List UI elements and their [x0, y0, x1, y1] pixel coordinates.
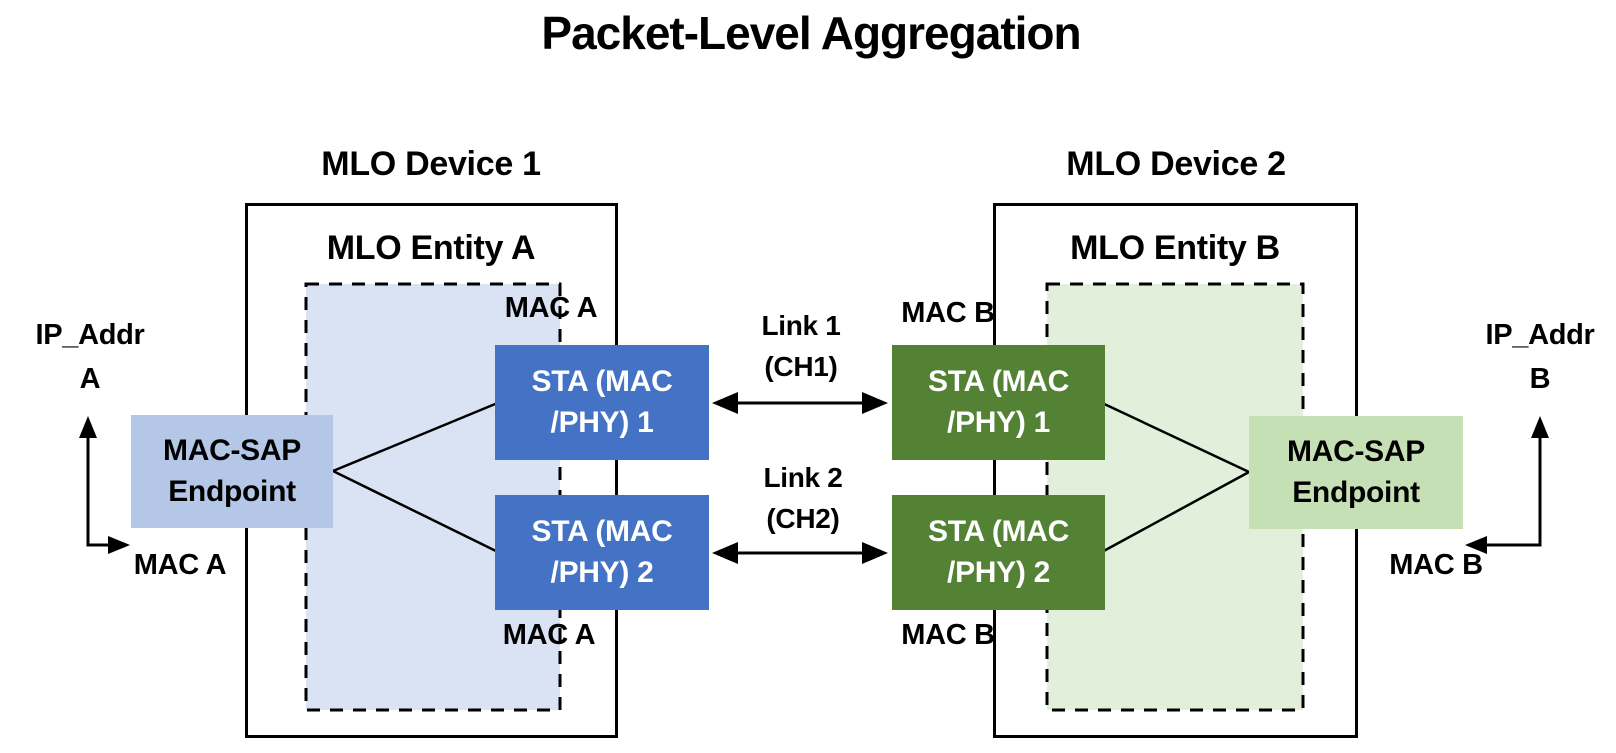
link1-channel: (CH1)	[764, 350, 838, 382]
sta-mac-phy-1-a-line1: STA (MAC	[531, 365, 673, 398]
mac-sap-endpoint-b-box: MAC-SAP Endpoint	[1249, 416, 1463, 529]
macsap-b-to-sta1-line	[1099, 400, 1250, 474]
link2-double-arrow	[712, 542, 888, 564]
ip-addr-a-line2: A	[79, 362, 101, 395]
macsap-a-to-sta2-line	[332, 469, 501, 555]
mlo-device-2-label: MLO Device 2	[1066, 145, 1286, 183]
macsap-b-to-sta2-line	[1099, 470, 1250, 555]
mac-sap-endpoint-a-line2: Endpoint	[168, 474, 296, 508]
mac-sap-endpoint-a-box: MAC-SAP Endpoint	[131, 415, 333, 528]
mac-sap-endpoint-b-line1: MAC-SAP	[1287, 435, 1425, 468]
ip-addr-b-label: IP_Addr B	[1485, 314, 1594, 401]
page-title: Packet-Level Aggregation	[541, 7, 1081, 59]
link1-left-arrowhead-icon	[712, 392, 738, 414]
link1-right-arrowhead-icon	[862, 392, 888, 414]
mac-a-endpoint-label: MAC A	[133, 549, 227, 581]
sta-mac-phy-1-a-box: STA (MAC /PHY) 1	[495, 345, 709, 460]
ip-b-elbow-line	[1486, 434, 1542, 547]
ip-b-elbow-arrow	[1465, 416, 1549, 554]
mlo-device-1-label: MLO Device 1	[321, 145, 541, 183]
sta-mac-phy-2-b-line1: STA (MAC	[928, 515, 1069, 548]
link2-right-arrowhead-icon	[862, 542, 888, 564]
ip-addr-a-label: IP_Addr A	[35, 314, 144, 401]
sta-mac-phy-2-a-line1: STA (MAC	[531, 515, 673, 548]
ip-a-right-arrowhead-icon	[108, 536, 130, 554]
ip-addr-b-line1: IP_Addr	[1485, 319, 1595, 351]
mac-b-endpoint-label: MAC B	[1389, 549, 1483, 581]
link1-double-arrow	[712, 392, 888, 414]
mac-a-top-label: MAC A	[504, 292, 598, 324]
link2-channel: (CH2)	[766, 502, 840, 534]
sta-mac-phy-1-b-line1: STA (MAC	[928, 365, 1069, 398]
link1-label: Link 1 (CH1)	[761, 306, 840, 387]
ip-a-up-arrowhead-icon	[79, 416, 97, 438]
link2-left-arrowhead-icon	[712, 542, 738, 564]
macsap-a-to-sta1-line	[332, 400, 501, 473]
mlo-entity-a-label: MLO Entity A	[326, 229, 536, 267]
link2-label: Link 2 (CH2)	[763, 458, 842, 539]
mac-sap-endpoint-a-line1: MAC-SAP	[163, 434, 301, 467]
ip-a-elbow-line	[86, 434, 112, 547]
sta-mac-phy-2-b-box: STA (MAC /PHY) 2	[892, 495, 1105, 610]
mac-b-bottom-label: MAC B	[901, 619, 995, 651]
ip-addr-a-line1: IP_Addr	[35, 319, 145, 351]
ip-a-elbow-arrow	[79, 416, 130, 554]
mac-b-top-label: MAC B	[901, 297, 995, 329]
sta-mac-phy-1-b-box: STA (MAC /PHY) 1	[892, 345, 1105, 460]
sta-mac-phy-1-b-line2: /PHY) 1	[947, 405, 1050, 439]
mac-sap-endpoint-b-line2: Endpoint	[1292, 475, 1420, 509]
ip-b-up-arrowhead-icon	[1531, 416, 1549, 438]
link2-name: Link 2	[763, 462, 843, 493]
mlo-entity-b-label: MLO Entity B	[1070, 229, 1280, 267]
sta-mac-phy-1-a-line2: /PHY) 1	[550, 405, 654, 439]
ip-b-left-arrowhead-icon	[1465, 536, 1487, 554]
sta-mac-phy-2-a-box: STA (MAC /PHY) 2	[495, 495, 709, 610]
ip-addr-b-line2: B	[1529, 362, 1551, 395]
sta-mac-phy-2-a-line2: /PHY) 2	[550, 555, 654, 589]
sta-mac-phy-2-b-line2: /PHY) 2	[947, 555, 1050, 589]
link1-name: Link 1	[761, 310, 841, 341]
mac-a-bottom-label: MAC A	[502, 619, 596, 651]
